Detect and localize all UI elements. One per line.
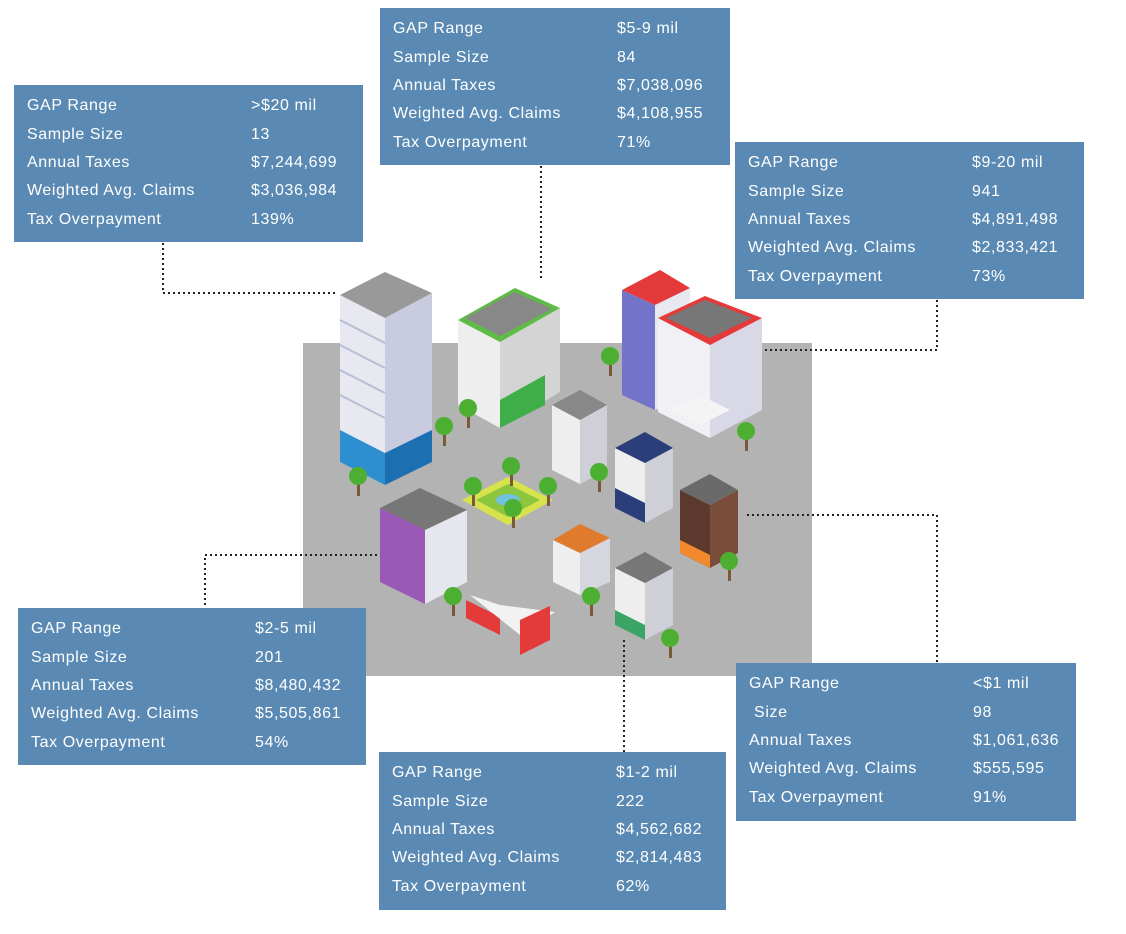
annual-taxes-value: $8,480,432 [255,676,342,694]
gap-range-label: GAP Range [31,620,122,638]
gap-range-value: $5-9 mil [617,20,679,38]
gap-box-2to5: GAP Range $2-5 mil Sample Size 201 Annual … [18,608,366,765]
weighted-claims-label: Weighted Avg. Claims [748,239,916,257]
gap-range-label: GAP Range [748,154,839,172]
weighted-claims-label: Weighted Avg. Claims [749,760,917,778]
weighted-claims-value: $5,505,861 [255,705,342,723]
sample-size-label: Sample Size [393,48,490,66]
weighted-claims-value: $555,595 [973,760,1045,778]
tax-overpayment-label: Tax Overpayment [748,267,883,285]
annual-taxes-label: Annual Taxes [27,153,130,171]
annual-taxes-label: Annual Taxes [393,76,496,94]
annual-taxes-value: $4,891,498 [972,210,1059,228]
sample-size-label: Sample Size [31,648,128,666]
tax-overpayment-value: 91% [973,788,1007,806]
sample-size-value: 222 [616,792,645,810]
weighted-claims-value: $2,833,421 [972,239,1059,257]
gap-box-1to2: GAP Range $1-2 mil Sample Size 222 Annual … [379,752,726,910]
weighted-claims-value: $4,108,955 [617,105,704,123]
tax-overpayment-label: Tax Overpayment [392,877,527,895]
gap-range-label: GAP Range [749,675,840,693]
tower-blue [339,272,432,485]
building-brown [680,474,738,568]
annual-taxes-label: Annual Taxes [31,676,134,694]
weighted-claims-value: $3,036,984 [251,182,338,200]
weighted-claims-label: Weighted Avg. Claims [31,705,199,723]
tax-overpayment-value: 139% [251,210,295,228]
tax-overpayment-value: 71% [617,133,651,151]
annual-taxes-label: Annual Taxes [748,210,851,228]
building-green [458,288,560,428]
weighted-claims-label: Weighted Avg. Claims [27,182,195,200]
gap-range-label: GAP Range [393,20,484,38]
gap-range-value: $1-2 mil [616,764,678,782]
sample-size-value: 13 [251,125,270,143]
gap-box-9to20: GAP Range $9-20 mil Sample Size 941 Annual… [735,142,1084,299]
sample-size-label: Sample Size [392,792,489,810]
gap-range-value: >$20 mil [251,97,317,115]
sample-size-value: 201 [255,648,284,666]
tax-overpayment-label: Tax Overpayment [27,210,162,228]
annual-taxes-label: Annual Taxes [392,820,495,838]
sample-size-label: Sample Size [27,125,124,143]
gap-range-value: $9-20 mil [972,154,1044,172]
gap-range-value: $2-5 mil [255,620,317,638]
annual-taxes-value: $7,244,699 [251,153,338,171]
building-red [622,270,762,438]
weighted-claims-label: Weighted Avg. Claims [392,849,560,867]
gap-range-label: GAP Range [392,764,483,782]
trees [349,347,755,658]
gap-range-value: <$1 mil [973,675,1030,693]
tax-overpayment-label: Tax Overpayment [749,788,884,806]
gap-box-5to9: GAP Range $5-9 mil Sample Size 84 Annual T… [380,8,730,165]
sample-size-value: 84 [617,48,636,66]
tax-overpayment-value: 73% [972,267,1006,285]
gas-station [466,595,555,655]
annual-taxes-value: $7,038,096 [617,76,704,94]
building-orange [553,524,610,595]
sample-size-value: 941 [972,182,1001,200]
building-teal-shop [615,552,673,640]
annual-taxes-label: Annual Taxes [749,731,852,749]
building-navy [615,432,673,523]
tax-overpayment-value: 54% [255,733,289,751]
weighted-claims-label: Weighted Avg. Claims [393,105,561,123]
gap-range-label: GAP Range [27,97,118,115]
tax-overpayment-value: 62% [616,877,650,895]
annual-taxes-value: $1,061,636 [973,731,1060,749]
tax-overpayment-label: Tax Overpayment [393,133,528,151]
sample-size-value: 98 [973,703,992,721]
gap-box-gt20: GAP Range >$20 mil Sample Size 13 Annual T… [14,85,363,242]
gap-box-lt1: GAP Range <$1 mil Size 98 Annual Taxes $1,0… [736,663,1076,821]
sample-size-label: Size [749,703,788,721]
weighted-claims-value: $2,814,483 [616,849,703,867]
tax-overpayment-label: Tax Overpayment [31,733,166,751]
building-purple [380,488,467,604]
sample-size-label: Sample Size [748,182,845,200]
leader-lines [162,166,938,752]
annual-taxes-value: $4,562,682 [616,820,703,838]
